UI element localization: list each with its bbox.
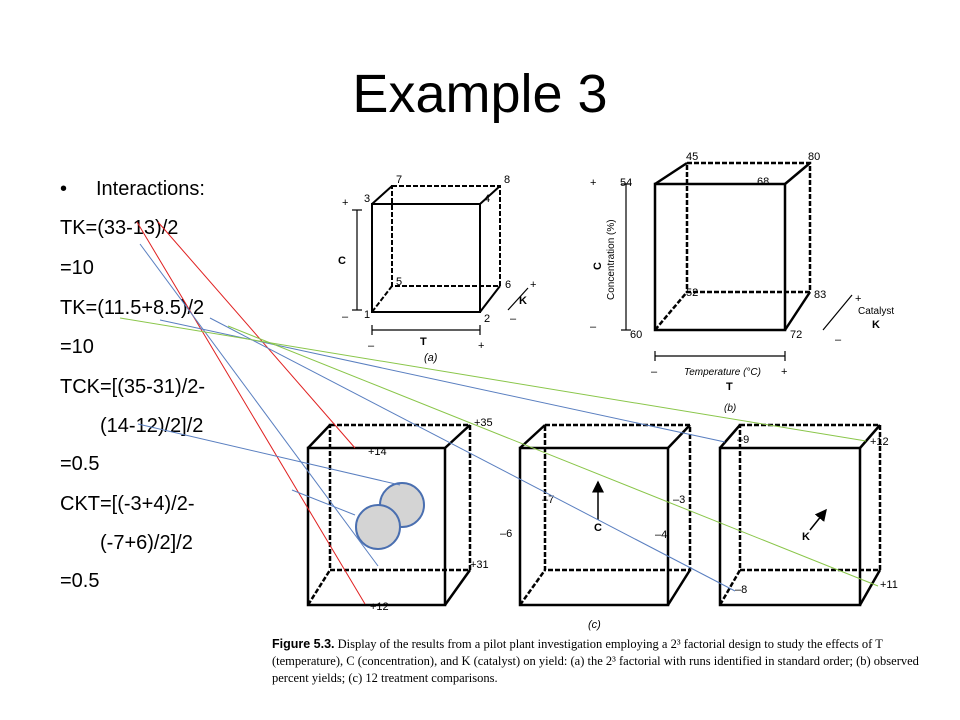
caption-body: Display of the results from a pilot plan…: [272, 637, 919, 685]
cube-b-corner: 45: [686, 151, 698, 163]
cube-c3-axis-k: K: [802, 531, 810, 543]
cube-b-axis-concentration: Concentration (%): [606, 219, 617, 300]
blue-arrow: [291, 489, 356, 516]
cube-a-plus: +: [342, 197, 348, 209]
cube-c3-value: +12: [870, 436, 889, 448]
cube-c2-value: –3: [673, 494, 685, 506]
cube-a-plus: +: [530, 279, 536, 291]
cube-b-corner: 68: [757, 176, 769, 188]
green-arrow: [119, 317, 867, 442]
blue-arrow: [209, 317, 736, 592]
cube-a-minus: –: [342, 311, 349, 323]
green-arrow: [227, 325, 879, 587]
cube-b-corner: 80: [808, 151, 820, 163]
cube-b-corner: 60: [630, 329, 642, 341]
cube-a-corner: 2: [484, 313, 490, 325]
cube-a-corner: 8: [504, 174, 510, 186]
blue-arrow: [137, 423, 401, 486]
bullet-text: Interactions:: [96, 178, 205, 200]
equation-line: =10: [60, 257, 94, 279]
equation-line: (14-12)/2]/2: [100, 415, 204, 437]
cube-b-axis-k: K: [872, 319, 880, 331]
cube-b-axis-temperature: Temperature (°C): [684, 367, 761, 378]
cube-b-corner: 72: [790, 329, 802, 341]
cube-a-corner: 3: [364, 193, 370, 205]
cube-a-axis-t: T: [420, 336, 427, 348]
cube-c3: [718, 423, 882, 607]
cube-c-label: (c): [588, 619, 601, 631]
cube-c1-value: +14: [368, 446, 387, 458]
cube-c2-value: –4: [655, 529, 667, 541]
equation-line: =10: [60, 336, 94, 358]
cube-a-minus: –: [510, 313, 517, 325]
cube-c2: [518, 423, 692, 607]
cube-b-plus: +: [590, 177, 596, 189]
cube-c1: [306, 423, 472, 607]
cube-c3-value: –9: [737, 434, 749, 446]
cube-c2-value: –7: [542, 494, 554, 506]
bullet-dot-icon: •: [60, 178, 68, 200]
cube-a-minus: –: [368, 340, 375, 352]
equation-line: =0.5: [60, 453, 100, 475]
cube-b-corner: 83: [814, 289, 826, 301]
slide-title: Example 3: [352, 64, 608, 124]
cube-b-corner: 52: [686, 287, 698, 299]
red-arrow: [136, 221, 366, 605]
cube-b-axis-c: C: [592, 262, 604, 270]
red-arrow: [157, 221, 356, 449]
cube-a-label: (a): [424, 352, 438, 364]
cube-b: [621, 161, 853, 361]
cube-b-axis-t: T: [726, 381, 733, 393]
cube-c3-value: –8: [735, 584, 747, 596]
cube-a-corner: 7: [396, 174, 402, 186]
cube-b-plus: +: [855, 293, 861, 305]
cube-c1-value: +12: [370, 601, 389, 613]
cube-b-plus: +: [781, 366, 787, 378]
cube-a-corner: 5: [396, 276, 402, 288]
cube-c2-axis-c: C: [594, 522, 602, 534]
cube-a-corner: 6: [505, 279, 511, 291]
cube-a-axis-k: K: [519, 295, 527, 307]
cube-b-minus: –: [590, 321, 597, 333]
caption-head: Figure 5.3.: [272, 637, 335, 651]
equation-line: =0.5: [60, 570, 100, 592]
cube-a-plus: +: [478, 340, 484, 352]
equation-line: TCK=[(35-31)/2-: [60, 376, 206, 398]
cube-b-minus: –: [651, 366, 658, 378]
cube-b-minus: –: [835, 334, 842, 346]
highlight-circle: [355, 504, 401, 550]
cube-b-label: (b): [724, 403, 736, 414]
blue-arrow: [139, 243, 379, 567]
equation-line: (-7+6)/2]/2: [100, 532, 193, 554]
cube-a-corner: 4: [484, 193, 490, 205]
cube-a: [352, 185, 529, 335]
equation-line: TK=(33-13)/2: [60, 217, 179, 239]
figure-caption: Figure 5.3. Display of the results from …: [272, 636, 932, 687]
cube-b-axis-catalyst: Catalyst: [858, 306, 894, 317]
equation-line: TK=(11.5+8.5)/2: [60, 297, 205, 319]
cube-c1-value: +35: [474, 417, 493, 429]
cube-c3-value: +11: [880, 579, 898, 591]
cube-a-axis-c: C: [338, 255, 346, 267]
cube-b-corner: 54: [620, 177, 632, 189]
cube-a-corner: 1: [364, 309, 370, 321]
equation-line: CKT=[(-3+4)/2-: [60, 493, 195, 515]
cube-c2-value: –6: [500, 528, 512, 540]
cube-c1-value: +31: [470, 559, 489, 571]
